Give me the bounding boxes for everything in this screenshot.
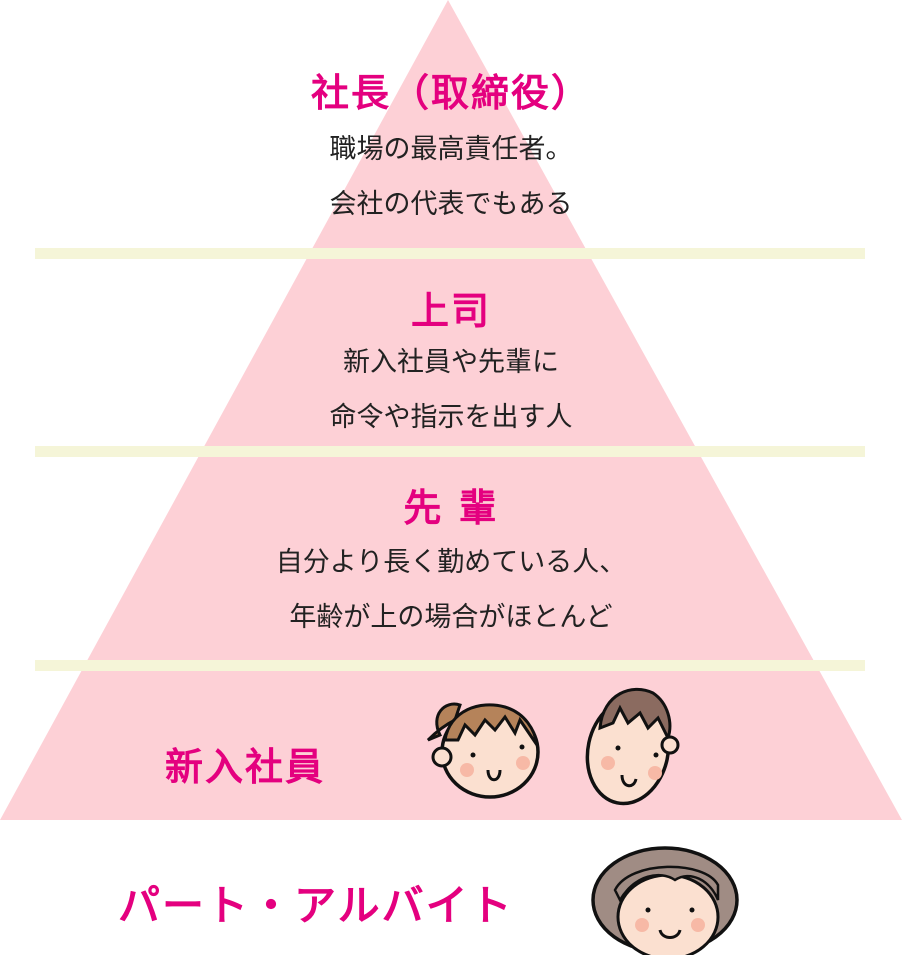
divider-band — [35, 446, 865, 457]
level-title-senior: 先 輩 — [403, 486, 499, 530]
girl-face-icon — [426, 702, 540, 799]
level-title-new-employee: 新入社員 — [165, 745, 326, 789]
pyramid-shape — [0, 0, 902, 820]
level-desc-senior-line1: 自分より長く勤めている人、 — [275, 547, 627, 578]
older-woman-face-icon — [591, 846, 739, 955]
level-desc-president-line1: 職場の最高責任者。 — [329, 134, 573, 165]
level-title-president: 社長（取締役） — [310, 71, 591, 115]
level-desc-president-line2: 会社の代表でもある — [329, 189, 573, 220]
divider-band — [35, 248, 865, 259]
level-title-part-time: パート・アルバイト — [118, 881, 514, 930]
divider-band — [35, 660, 865, 671]
level-title-boss: 上司 — [410, 289, 491, 333]
boy-face-icon — [585, 687, 680, 806]
level-desc-boss-line2: 命令や指示を出す人 — [329, 402, 573, 433]
level-desc-senior-line2: 年齢が上の場合がほとんど — [289, 602, 613, 633]
level-desc-boss-line1: 新入社員や先輩に — [343, 347, 559, 378]
